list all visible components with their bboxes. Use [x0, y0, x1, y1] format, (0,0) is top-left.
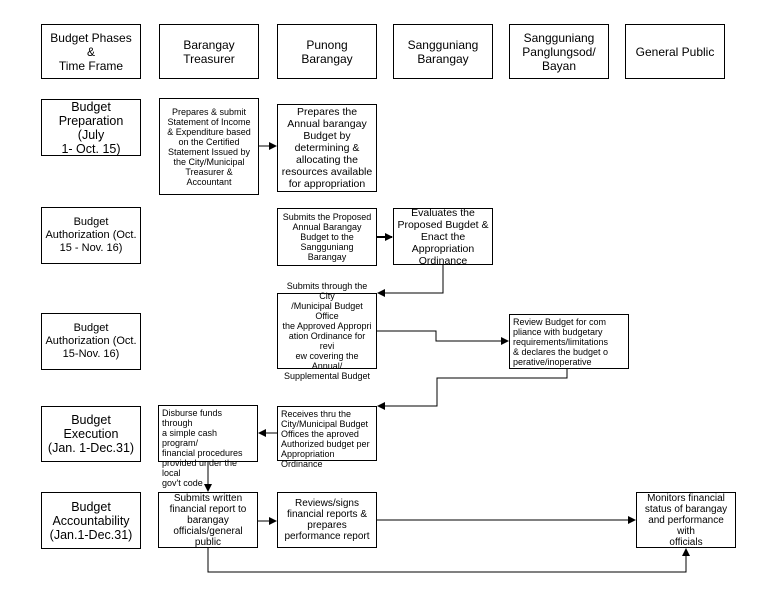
activity-monitors-financial-status: Monitors financial status of barangay an… [636, 492, 736, 548]
header-punong-barangay-label: Punong Barangay [301, 37, 353, 66]
activity-prepares-submit-statement: Prepares & submit Statement of Income & … [159, 98, 259, 195]
phase-budget-execution: Budget Execution (Jan. 1-Dec.31) [41, 406, 141, 462]
activity-submits-through-budget-office: Submits through the City /Municipal Budg… [277, 281, 377, 381]
header-sangguniang-barangay: Sangguniang Barangay [393, 24, 493, 79]
activity-reviews-signs-reports: Reviews/signs financial reports & prepar… [277, 492, 377, 548]
activity-submits-written-report-text: Submits written financial report to bara… [169, 492, 247, 548]
activity-submits-through-budget-office-text: Submits through the City /Municipal Budg… [282, 281, 372, 381]
arrow-submits-written-to-monitors [207, 548, 690, 573]
phase-budget-authorization-2-label: Budget Authorization (Oct. 15-Nov. 16) [45, 322, 137, 360]
phase-budget-preparation: Budget Preparation (July 1- Oct. 15) [41, 99, 141, 156]
phase-budget-accountability: Budget Accountability (Jan.1-Dec.31) [41, 492, 141, 549]
arrow-review-to-receives [377, 369, 568, 410]
activity-receives-approved-budget: Receives thru the City/Municipal Budget … [277, 406, 377, 469]
activity-submits-proposed-budget: Submits the Proposed Annual Barangay Bud… [277, 208, 377, 266]
header-sangguniang-panglungsod: Sangguniang Panglungsod/ Bayan [509, 24, 609, 79]
activity-disburse-funds-text: Disburse funds through a simple cash pro… [162, 408, 243, 488]
activity-monitors-financial-status-text: Monitors financial status of barangay an… [644, 492, 728, 548]
activity-disburse-funds: Disburse funds through a simple cash pro… [158, 405, 258, 488]
header-sangguniang-barangay-label: Sangguniang Barangay [407, 37, 479, 66]
activity-prepares-annual-budget-text: Prepares the Annual barangay Budget by d… [281, 106, 373, 190]
activity-evaluates-proposed-budget: Evaluates the Proposed Bugdet & Enact th… [393, 206, 493, 267]
activity-prepares-submit-statement-text: Prepares & submit Statement of Income & … [167, 106, 251, 187]
header-budget-phases: Budget Phases & Time Frame [41, 24, 141, 79]
header-barangay-treasurer-label: Barangay Treasurer [183, 37, 235, 66]
activity-prepares-annual-budget: Prepares the Annual barangay Budget by d… [277, 104, 377, 192]
activity-submits-proposed-budget-text: Submits the Proposed Annual Barangay Bud… [282, 212, 372, 262]
phase-budget-authorization-1-label: Budget Authorization (Oct. 15 - Nov. 16) [45, 216, 137, 254]
header-barangay-treasurer: Barangay Treasurer [159, 24, 259, 79]
header-sangguniang-panglungsod-label: Sangguniang Panglungsod/ Bayan [522, 30, 596, 73]
activity-reviews-signs-reports-text: Reviews/signs financial reports & prepar… [284, 498, 370, 542]
header-general-public-label: General Public [635, 44, 715, 59]
activity-submits-written-report: Submits written financial report to bara… [158, 492, 258, 548]
header-punong-barangay: Punong Barangay [277, 24, 377, 79]
arrow-submits-through-to-review [377, 330, 509, 345]
phase-budget-authorization-2: Budget Authorization (Oct. 15-Nov. 16) [41, 313, 141, 370]
phase-budget-accountability-label: Budget Accountability (Jan.1-Dec.31) [49, 499, 133, 542]
arrow-evaluates-to-submits-through [377, 265, 444, 297]
phase-budget-preparation-label: Budget Preparation (July 1- Oct. 15) [58, 99, 124, 156]
activity-evaluates-proposed-budget-text: Evaluates the Proposed Bugdet & Enact th… [397, 206, 489, 267]
phase-budget-execution-label: Budget Execution (Jan. 1-Dec.31) [47, 413, 135, 455]
header-general-public: General Public [625, 24, 725, 79]
phase-budget-authorization-1: Budget Authorization (Oct. 15 - Nov. 16) [41, 207, 141, 264]
activity-review-budget-compliance: Review Budget for com pliance with budge… [509, 314, 629, 369]
activity-receives-approved-budget-text: Receives thru the City/Municipal Budget … [281, 409, 370, 469]
activity-review-budget-compliance-text: Review Budget for com pliance with budge… [513, 317, 609, 367]
header-budget-phases-label: Budget Phases & Time Frame [50, 30, 132, 73]
